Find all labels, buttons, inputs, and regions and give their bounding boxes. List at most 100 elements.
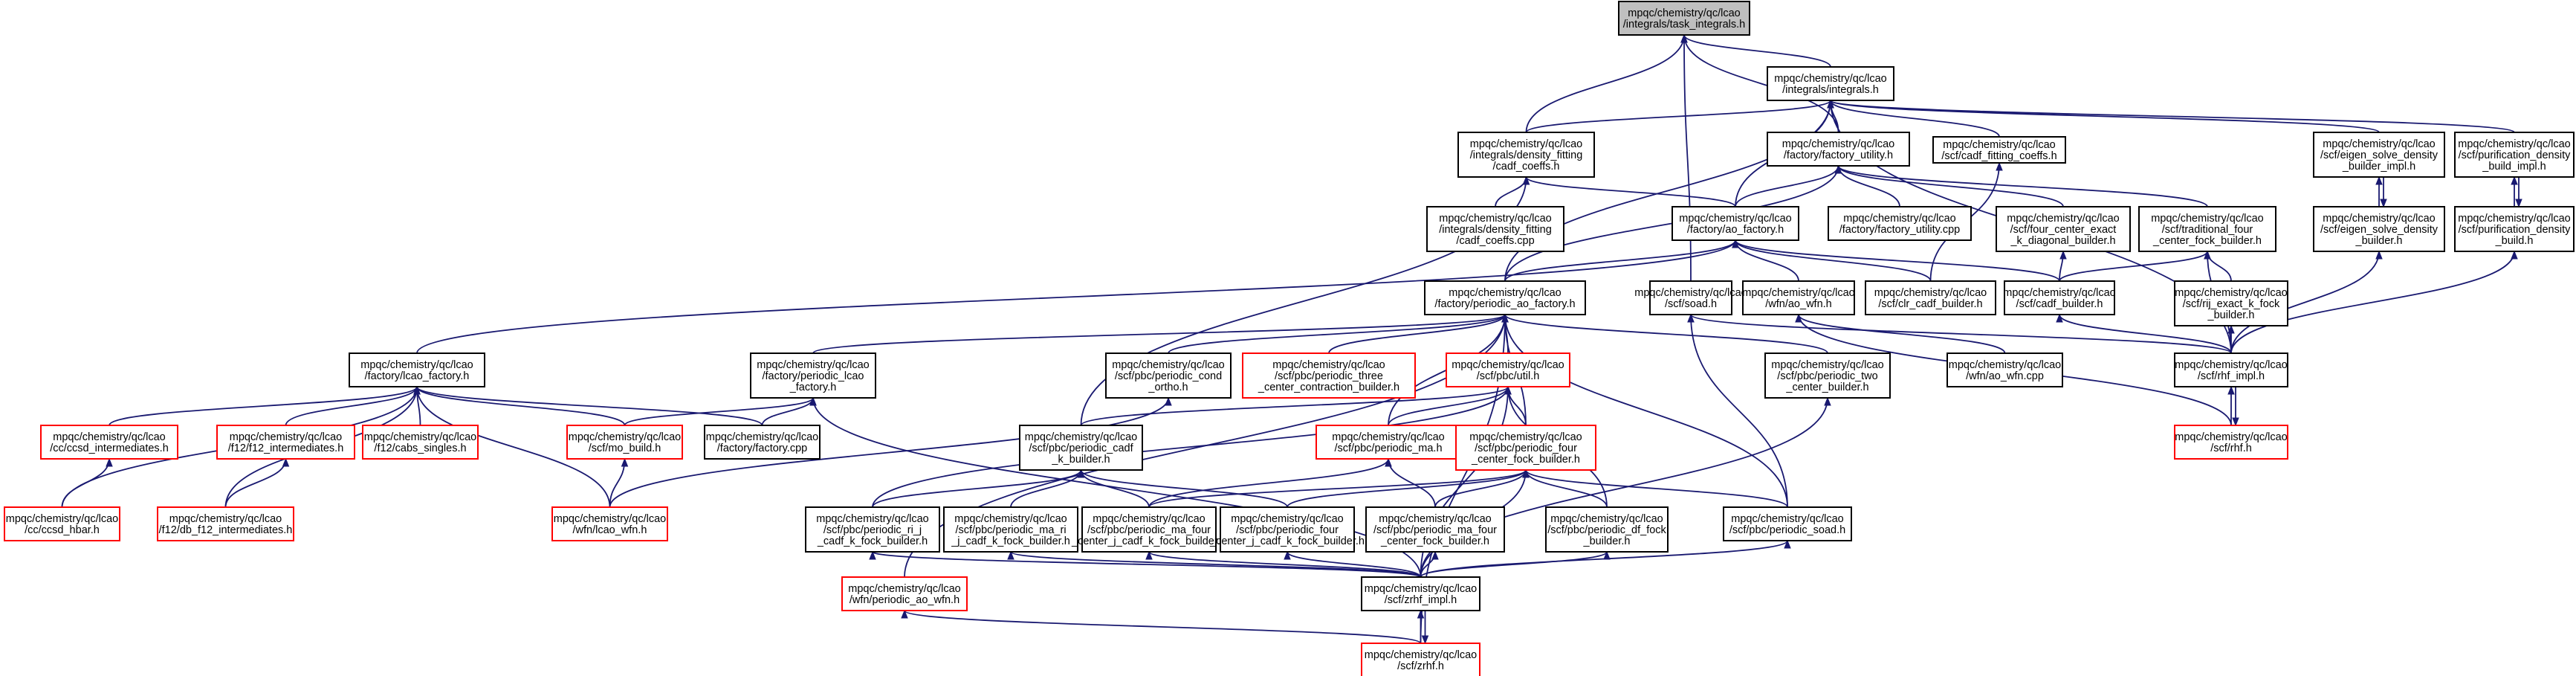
node-four_center_exact[interactable]: mpqc/chemistry/qc/lcao/scf/four_center_e… <box>1996 206 2131 252</box>
node-periodic_ri_j[interactable]: mpqc/chemistry/qc/lcao/scf/pbc/periodic_… <box>805 506 940 553</box>
node-ao_wfn_cpp[interactable]: mpqc/chemistry/qc/lcao/wfn/ao_wfn.cpp <box>1946 353 2063 387</box>
node-ccsd_intermediates[interactable]: mpqc/chemistry/qc/lcao/cc/ccsd_intermedi… <box>40 425 178 460</box>
node-db_f12[interactable]: mpqc/chemistry/qc/lcao/f12/db_f12_interm… <box>157 506 294 541</box>
node-label-line3: _builder_impl.h <box>2342 161 2415 173</box>
node-label-line1: mpqc/chemistry/qc/lcao <box>2151 213 2264 225</box>
node-periodic_four[interactable]: mpqc/chemistry/qc/lcao/scf/pbc/periodic_… <box>1455 425 1596 471</box>
node-rij_exact[interactable]: mpqc/chemistry/qc/lcao/scf/rij_exact_k_f… <box>2174 280 2288 326</box>
node-cadf_fitting_coeffs[interactable]: mpqc/chemistry/qc/lcao/scf/cadf_fitting_… <box>1932 136 2066 164</box>
node-label-line1: mpqc/chemistry/qc/lcao <box>364 431 477 443</box>
node-label-line3: _cadf_k_fock_builder.h <box>817 535 928 547</box>
node-periodic_cadf_k[interactable]: mpqc/chemistry/qc/lcao/scf/pbc/periodic_… <box>1019 425 1143 471</box>
node-task_integrals: mpqc/chemistry/qc/lcao/integrals/task_in… <box>1618 1 1750 36</box>
node-mo_build[interactable]: mpqc/chemistry/qc/lcao/scf/mo_build.h <box>566 425 683 460</box>
node-label-line2: /integrals/task_integrals.h <box>1623 19 1745 30</box>
node-periodic_ma_four_j[interactable]: mpqc/chemistry/qc/lcao/scf/pbc/periodic_… <box>1071 506 1226 553</box>
node-label-line2: /scf/mo_build.h <box>589 442 661 454</box>
edge-ao_factory-periodic_ao_factory <box>1504 239 1736 282</box>
node-label-line3: _factory.h <box>789 382 837 393</box>
node-periodic_ma_ri[interactable]: mpqc/chemistry/qc/lcao/scf/pbc/periodic_… <box>943 506 1078 553</box>
node-label-line1: mpqc/chemistry/qc/lcao <box>1025 431 1138 443</box>
node-label-line2: /wfn/ao_wfn.cpp <box>1966 370 2044 382</box>
edge-ccsd_intermediates-ccsd_hbar <box>61 458 110 508</box>
edge-periodic_ri_j-zrhf_impl <box>872 551 1422 578</box>
node-cabs_singles[interactable]: mpqc/chemistry/qc/lcao/f12/cabs_singles.… <box>362 425 479 460</box>
node-cadf_builder[interactable]: mpqc/chemistry/qc/lcao/scf/cadf_builder.… <box>2003 280 2116 315</box>
node-eigen_solve_impl[interactable]: mpqc/chemistry/qc/lcao/scf/eigen_solve_d… <box>2313 132 2445 178</box>
node-periodic_ao_factory[interactable]: mpqc/chemistry/qc/lcao/factory/periodic_… <box>1424 280 1586 315</box>
nodes-layer: mpqc/chemistry/qc/lcao/integrals/task_in… <box>4 1 2575 676</box>
node-label-line1: mpqc/chemistry/qc/lcao <box>954 513 1067 525</box>
edge-lcao_factory-lcao_wfn <box>416 386 611 508</box>
node-factory_utility_h[interactable]: mpqc/chemistry/qc/lcao/factory/factory_u… <box>1767 132 1910 167</box>
node-cadf_coeffs_h[interactable]: mpqc/chemistry/qc/lcao/integrals/density… <box>1457 132 1595 178</box>
node-label-line3: _builder.h <box>2207 309 2255 321</box>
node-pbc_util[interactable]: mpqc/chemistry/qc/lcao/scf/pbc/util.h <box>1446 353 1570 387</box>
node-box <box>1081 506 1217 553</box>
arrowhead-periodic_lcao_factory-zrhf_impl <box>809 396 817 406</box>
node-rhf_impl[interactable]: mpqc/chemistry/qc/lcao/scf/rhf_impl.h <box>2174 353 2288 387</box>
arrowhead-periodic_soad-zrhf_impl <box>1784 539 1791 549</box>
node-label-line2: /f12/f12_intermediates.h <box>228 442 344 454</box>
node-label-line1: mpqc/chemistry/qc/lcao <box>1272 359 1385 371</box>
node-periodic_lcao_factory[interactable]: mpqc/chemistry/qc/lcao/factory/periodic_… <box>750 353 876 399</box>
node-lcao_factory[interactable]: mpqc/chemistry/qc/lcao/factory/lcao_fact… <box>349 353 485 387</box>
node-purification_impl[interactable]: mpqc/chemistry/qc/lcao/scf/purification_… <box>2454 132 2575 178</box>
node-label-line2: /cc/ccsd_intermediates.h <box>50 442 169 454</box>
node-periodic_ao_wfn[interactable]: mpqc/chemistry/qc/lcao/wfn/periodic_ao_w… <box>841 576 968 611</box>
node-periodic_ma[interactable]: mpqc/chemistry/qc/lcao/scf/pbc/periodic_… <box>1315 425 1461 460</box>
node-traditional_four[interactable]: mpqc/chemistry/qc/lcao/scf/traditional_f… <box>2138 206 2276 252</box>
node-ccsd_hbar[interactable]: mpqc/chemistry/qc/lcao/cc/ccsd_hbar.h <box>4 506 120 541</box>
node-label-line3: _center_fock_builder.h <box>1380 535 1489 547</box>
edge-pbc_util-periodic_ma <box>1388 386 1509 426</box>
node-factory_utility_cpp[interactable]: mpqc/chemistry/qc/lcao/factory/factory_u… <box>1828 206 1972 241</box>
node-zrhf_impl[interactable]: mpqc/chemistry/qc/lcao/scf/zrhf_impl.h <box>1361 576 1480 611</box>
node-eigen_solve[interactable]: mpqc/chemistry/qc/lcao/scf/eigen_solve_d… <box>2313 206 2445 252</box>
edge-task_integrals-soad <box>1683 34 1692 282</box>
node-clr_cadf[interactable]: mpqc/chemistry/qc/lcao/scf/clr_cadf_buil… <box>1865 280 1996 315</box>
node-label-line2: /scf/pbc/periodic_ma_ri <box>955 524 1066 536</box>
node-f12_intermediates[interactable]: mpqc/chemistry/qc/lcao/f12/f12_intermedi… <box>216 425 355 460</box>
node-periodic_soad[interactable]: mpqc/chemistry/qc/lcao/scf/pbc/periodic_… <box>1723 506 1852 541</box>
node-box <box>2313 206 2445 252</box>
node-box <box>1723 506 1852 541</box>
node-label-line1: mpqc/chemistry/qc/lcao <box>1365 583 1478 595</box>
edge-integrals-eigen_solve_impl <box>1830 100 2380 133</box>
node-label-line1: mpqc/chemistry/qc/lcao <box>554 513 667 525</box>
node-box <box>1455 425 1596 471</box>
arrowhead-cadf_fitting_coeffs-clr_cadf <box>1996 161 2003 171</box>
node-lcao_wfn[interactable]: mpqc/chemistry/qc/lcao/wfn/lcao_wfn.h <box>551 506 668 541</box>
node-soad[interactable]: mpqc/chemistry/qc/lcao/scf/soad.h <box>1634 280 1747 315</box>
node-cadf_coeffs_cpp[interactable]: mpqc/chemistry/qc/lcao/integrals/density… <box>1426 206 1564 252</box>
node-box <box>805 506 940 553</box>
node-label-line2: /f12/cabs_singles.h <box>374 442 466 454</box>
arrowhead-integrals-rhf_impl <box>1827 99 1834 109</box>
node-periodic_cond_ortho[interactable]: mpqc/chemistry/qc/lcao/scf/pbc/periodic_… <box>1105 353 1232 399</box>
node-label-line2: /scf/soad.h <box>1665 298 1717 310</box>
edges-layer <box>61 33 2522 645</box>
node-periodic_ma_four_fock[interactable]: mpqc/chemistry/qc/lcao/scf/pbc/periodic_… <box>1365 506 1505 553</box>
node-zrhf_h[interactable]: mpqc/chemistry/qc/lcao/scf/zrhf.h <box>1361 643 1480 676</box>
node-periodic_df_fock[interactable]: mpqc/chemistry/qc/lcao/scf/pbc/periodic_… <box>1545 506 1669 553</box>
arrowhead-periodic_cond_ortho-lcao_wfn <box>1165 396 1172 406</box>
edge-purification-rhf_impl <box>2230 251 2515 354</box>
node-integrals[interactable]: mpqc/chemistry/qc/lcao/integrals/integra… <box>1767 66 1894 101</box>
arrowhead-cadf_coeffs_h-periodic_cadf_k <box>1522 176 1530 185</box>
node-periodic_four_j[interactable]: mpqc/chemistry/qc/lcao/scf/pbc/periodic_… <box>1209 506 1365 553</box>
node-label-line1: mpqc/chemistry/qc/lcao <box>1874 287 1987 299</box>
node-label-line3: _ortho.h <box>1148 382 1188 393</box>
node-periodic_two[interactable]: mpqc/chemistry/qc/lcao/scf/pbc/periodic_… <box>1764 353 1891 399</box>
node-label-line1: mpqc/chemistry/qc/lcao <box>1628 7 1741 19</box>
edge-periodic_lcao_factory-mo_build <box>624 397 814 426</box>
node-label-line2: /integrals/integrals.h <box>1782 84 1879 96</box>
node-rhf_h[interactable]: mpqc/chemistry/qc/lcao/scf/rhf.h <box>2174 425 2288 460</box>
node-purification[interactable]: mpqc/chemistry/qc/lcao/scf/purification_… <box>2454 206 2575 252</box>
edge-periodic_four-periodic_df_fock <box>1525 469 1608 508</box>
node-box <box>2174 425 2288 460</box>
node-box <box>362 425 479 460</box>
node-ao_factory[interactable]: mpqc/chemistry/qc/lcao/factory/ao_factor… <box>1672 206 1799 241</box>
node-ao_wfn_h[interactable]: mpqc/chemistry/qc/lcao/wfn/ao_wfn.h <box>1742 280 1855 315</box>
node-factory_cpp[interactable]: mpqc/chemistry/qc/lcao/factory/factory.c… <box>704 425 821 460</box>
node-periodic_three[interactable]: mpqc/chemistry/qc/lcao/scf/pbc/periodic_… <box>1242 353 1416 399</box>
node-label-line1: mpqc/chemistry/qc/lcao <box>2175 359 2288 371</box>
